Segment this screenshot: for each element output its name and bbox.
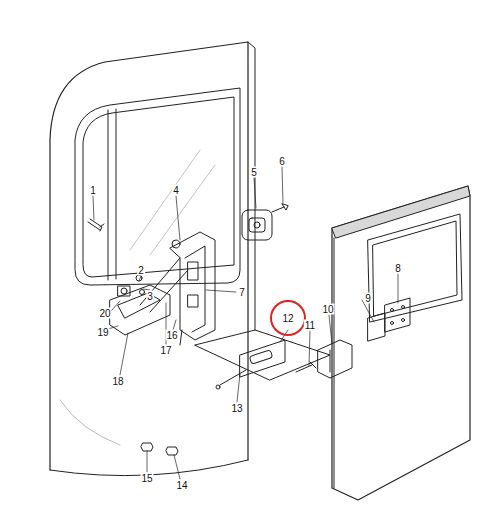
callout-number: 6	[278, 156, 286, 167]
callout-number: 9	[364, 293, 372, 304]
callout-number: 13	[230, 403, 243, 414]
callout-number: 2	[137, 265, 145, 276]
callout-number: 4	[172, 185, 180, 196]
callout-number: 12	[281, 313, 294, 324]
callout-number: 20	[98, 308, 111, 319]
callout-number: 11	[304, 320, 316, 331]
callout-number: 10	[321, 304, 334, 315]
callout-number: 8	[394, 263, 402, 274]
callout-number: 16	[165, 330, 178, 341]
callout-number: 3	[146, 291, 154, 302]
callout-number: 7	[238, 287, 246, 298]
callout-number: 5	[250, 167, 258, 178]
callout-number: 1	[89, 185, 97, 196]
callout-number: 15	[140, 473, 153, 484]
callout-number: 14	[175, 480, 188, 491]
callout-number: 19	[96, 327, 109, 338]
callout-number: 18	[111, 376, 124, 387]
callout-number: 17	[159, 345, 172, 356]
